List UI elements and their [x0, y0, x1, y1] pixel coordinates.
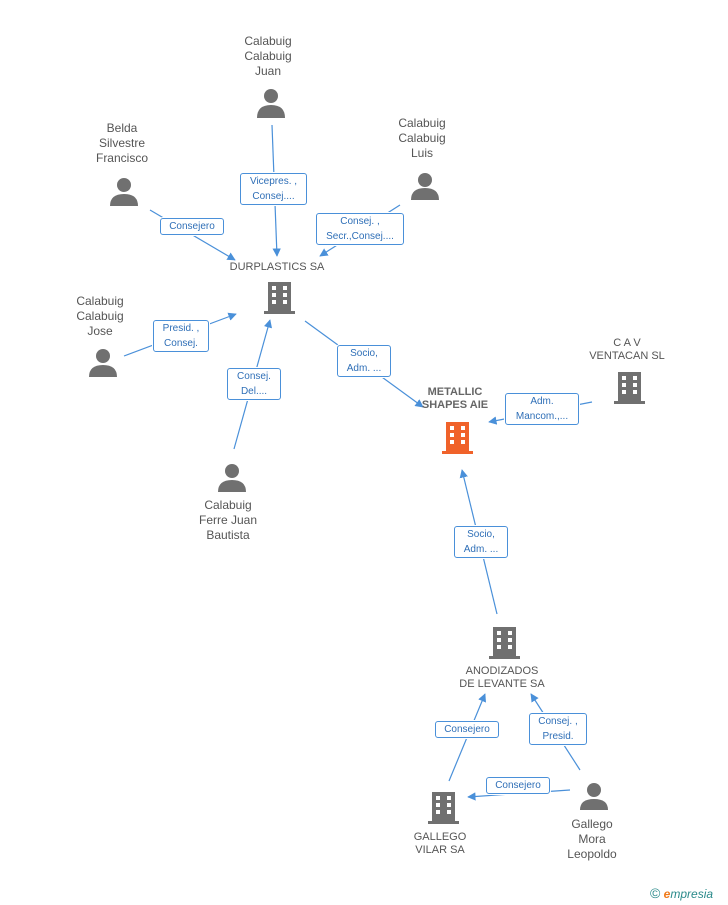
- role-label-ferre-durplastics[interactable]: Consej. Del....: [227, 368, 281, 400]
- building-icon[interactable]: [489, 627, 520, 659]
- node-label-calabuig-ferre-juan-bautista[interactable]: Calabuig Ferre Juan Bautista: [198, 498, 258, 542]
- node-label-calabuig-calabuig-jose[interactable]: Calabuig Calabuig Jose: [76, 294, 124, 338]
- node-label-cav-ventacan-sl[interactable]: C A V VENTACAN SL: [589, 337, 665, 362]
- brand-name: mpresia: [670, 887, 714, 901]
- brand-e: e: [663, 887, 671, 901]
- empresia-logo[interactable]: © empresia: [650, 885, 713, 901]
- role-label-cav-metallic[interactable]: Adm. Mancom.,...: [505, 393, 579, 425]
- role-label-francisco-durplastics[interactable]: Consejero: [160, 218, 224, 235]
- node-label-calabuig-calabuig-juan[interactable]: Calabuig Calabuig Juan: [244, 34, 292, 78]
- role-label-gallego-gvilar[interactable]: Consejero: [486, 777, 550, 794]
- building-windows: [272, 286, 637, 814]
- person-icon[interactable]: [110, 178, 138, 206]
- node-label-durplastics-sa[interactable]: DURPLASTICS SA: [229, 261, 325, 273]
- node-label-calabuig-calabuig-luis[interactable]: Calabuig Calabuig Luis: [398, 116, 446, 160]
- role-label-jose-durplastics[interactable]: Presid. , Consej.: [153, 320, 209, 352]
- role-label-anodizados-metallic[interactable]: Socio, Adm. ...: [454, 526, 508, 558]
- node-label-gallego-vilar-sa[interactable]: GALLEGO VILAR SA: [413, 831, 467, 856]
- node-label-metallic-shapes-aie[interactable]: METALLIC SHAPES AIE: [421, 386, 489, 411]
- building-icon-highlighted[interactable]: [442, 422, 473, 454]
- copyright-symbol: ©: [650, 885, 661, 901]
- building-icon[interactable]: [264, 282, 295, 314]
- person-icon[interactable]: [580, 783, 608, 810]
- role-label-gvilar-anodizados[interactable]: Consejero: [435, 721, 499, 738]
- person-icon[interactable]: [89, 349, 117, 377]
- node-label-belda-silvestre-francisco[interactable]: Belda Silvestre Francisco: [95, 121, 148, 165]
- person-icon[interactable]: [218, 464, 246, 492]
- building-icon[interactable]: [428, 792, 459, 824]
- role-label-luis-durplastics[interactable]: Consej. , Secr.,Consej....: [316, 213, 404, 245]
- node-label-gallego-mora-leopoldo[interactable]: Gallego Mora Leopoldo: [567, 817, 617, 861]
- role-label-durplastics-metallic[interactable]: Socio, Adm. ...: [337, 345, 391, 377]
- person-icon[interactable]: [411, 173, 439, 200]
- person-icon[interactable]: [257, 89, 285, 118]
- role-label-gallego-anodizados[interactable]: Consej. , Presid.: [529, 713, 587, 745]
- node-label-anodizados-de-levante-sa[interactable]: ANODIZADOS DE LEVANTE SA: [459, 665, 545, 690]
- building-icon[interactable]: [614, 372, 645, 404]
- role-label-juan-durplastics[interactable]: Vicepres. , Consej....: [240, 173, 307, 205]
